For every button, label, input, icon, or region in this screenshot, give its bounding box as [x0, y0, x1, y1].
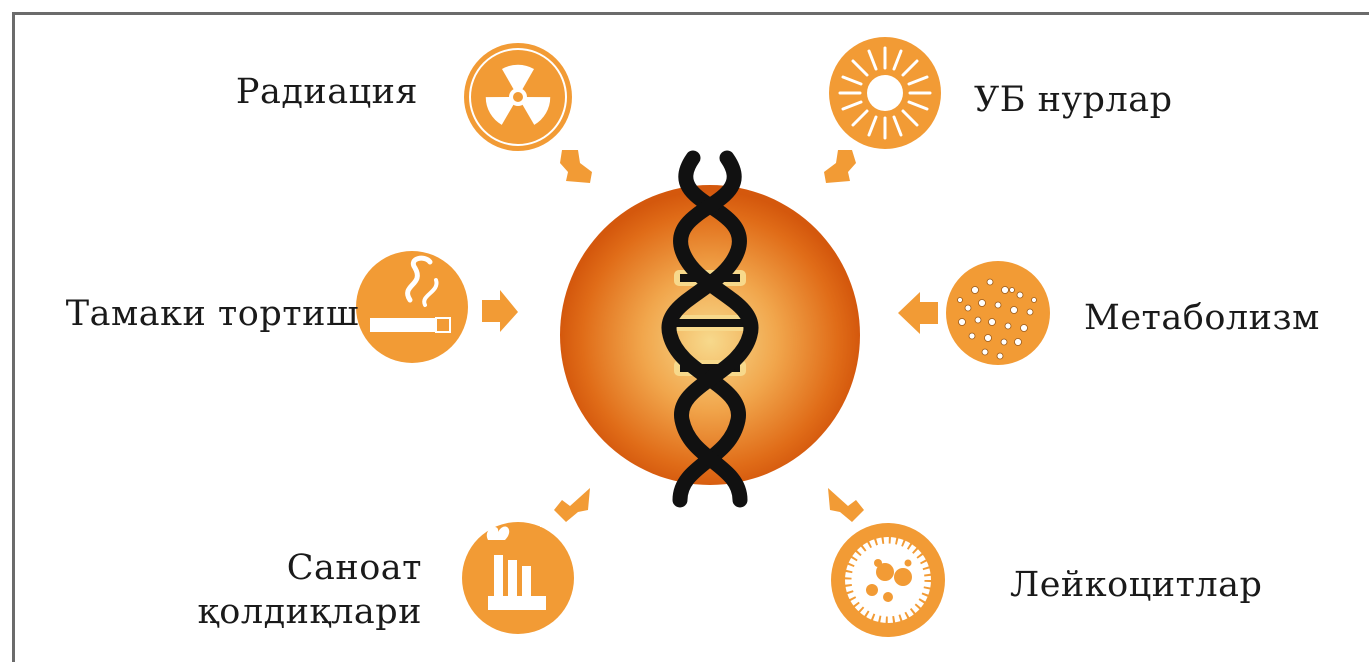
arrow-uv: [824, 150, 856, 183]
factory-icon: [462, 522, 574, 634]
label-leukocytes: Лейкоцитлар: [1010, 565, 1262, 605]
cell-icon: [831, 523, 945, 637]
radiation-icon: [464, 43, 572, 151]
arrow-smoking: [482, 290, 518, 332]
label-smoking: Тамаки тортиш: [14, 294, 359, 334]
arrow-industrial: [554, 488, 590, 522]
nucleus-circle: [560, 185, 860, 485]
arrow-metabolism: [898, 292, 938, 334]
arrow-radiation: [560, 150, 592, 183]
label-radiation: Радиация: [205, 72, 418, 112]
label-uv: УБ нурлар: [974, 80, 1172, 120]
sun-icon: [829, 37, 941, 149]
label-industrial-line1: Саноат: [200, 548, 422, 588]
cigarette-icon: [356, 251, 468, 363]
label-industrial-line2: қолдиқлари: [150, 592, 422, 632]
label-metabolism: Метаболизм: [1084, 298, 1320, 338]
molecules-icon: [946, 261, 1050, 365]
arrow-leukocytes: [828, 488, 864, 522]
